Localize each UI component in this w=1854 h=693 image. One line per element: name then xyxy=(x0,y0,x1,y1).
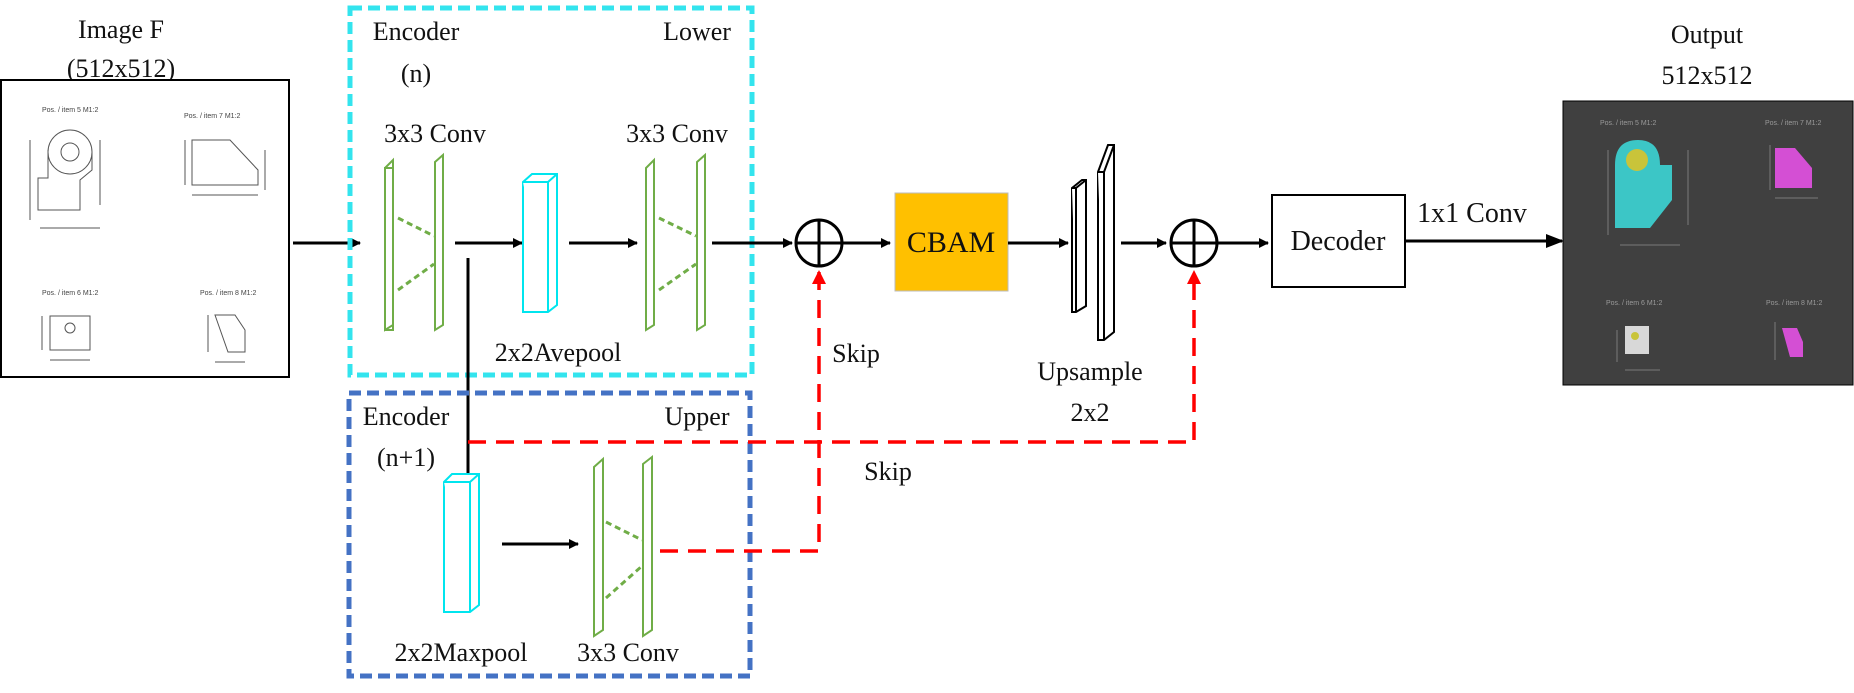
encoder-upper-title: Encoder xyxy=(363,402,450,431)
upsample-block xyxy=(1071,144,1115,341)
upsample-label-line1: Upsample xyxy=(1037,357,1142,386)
encoder-lower-tag: Lower xyxy=(663,17,731,46)
thumb-label-br: Pos. / item 8 M1:2 xyxy=(200,290,257,297)
skip-label-upper: Skip xyxy=(832,339,880,368)
upsample-label-line2: 2x2 xyxy=(1071,398,1110,427)
output-thumb-label-bl: Pos. / item 6 M1:2 xyxy=(1606,300,1663,307)
mask-yellow xyxy=(1626,149,1648,171)
encoder-upper-pool-label: 2x2Maxpool xyxy=(395,638,528,667)
encoder-lower-box xyxy=(347,5,755,378)
conv-block-upper xyxy=(593,454,653,638)
input-size: (512x512) xyxy=(67,54,175,83)
mask-yellow-dot xyxy=(1631,332,1639,340)
output-image: Pos. / item 5 M1:2 Pos. / item 7 M1:2 Po… xyxy=(1562,100,1854,386)
encoder-upper-tag: Upper xyxy=(665,402,730,431)
encoder-lower-index: (n) xyxy=(401,59,431,88)
final-conv-label: 1x1 Conv xyxy=(1417,198,1527,229)
output-title: Output xyxy=(1671,20,1744,49)
output-thumb-label-tr: Pos. / item 7 M1:2 xyxy=(1765,120,1822,127)
encoder-lower-title: Encoder xyxy=(373,17,460,46)
conv-block-lower-2 xyxy=(645,152,706,332)
sum-node-1 xyxy=(794,218,844,268)
input-title: Image F xyxy=(78,15,164,44)
encoder-upper-box xyxy=(346,390,753,679)
thumb-label-tr: Pos. / item 7 M1:2 xyxy=(184,113,241,120)
skip-path-lower xyxy=(468,270,1201,444)
output-thumb-label-br: Pos. / item 8 M1:2 xyxy=(1766,300,1823,307)
input-image: Pos. / item 5 M1:2 Pos. / item 7 M1:2 Po… xyxy=(0,79,290,378)
encoder-upper-index: (n+1) xyxy=(377,443,435,472)
encoder-lower-conv1-label: 3x3 Conv xyxy=(384,119,486,148)
decoder-label: Decoder xyxy=(1291,226,1387,257)
mask-magenta-bottom xyxy=(1782,328,1803,357)
encoder-upper-conv-label: 3x3 Conv xyxy=(577,638,679,667)
conv-block-lower-1 xyxy=(384,152,444,332)
encoder-lower-pool-label: 2x2Avepool xyxy=(495,338,622,367)
encoder-lower-conv2-label: 3x3 Conv xyxy=(626,119,728,148)
cbam-label: CBAM xyxy=(907,226,995,259)
sum-node-2 xyxy=(1169,218,1219,268)
skip-label-lower: Skip xyxy=(864,457,912,486)
thumb-label-bl: Pos. / item 6 M1:2 xyxy=(42,290,99,297)
mask-magenta-top xyxy=(1775,148,1812,188)
avepool-block xyxy=(522,173,558,313)
mask-gray-square xyxy=(1625,326,1649,354)
skip-path-upper xyxy=(660,270,826,553)
maxpool-block xyxy=(443,473,480,613)
output-size: 512x512 xyxy=(1662,61,1753,90)
decoder-block xyxy=(1271,194,1406,288)
cbam-block xyxy=(894,192,1009,292)
thumb-label-tl: Pos. / item 5 M1:2 xyxy=(42,107,99,114)
output-thumb-label-tl: Pos. / item 5 M1:2 xyxy=(1600,120,1657,127)
